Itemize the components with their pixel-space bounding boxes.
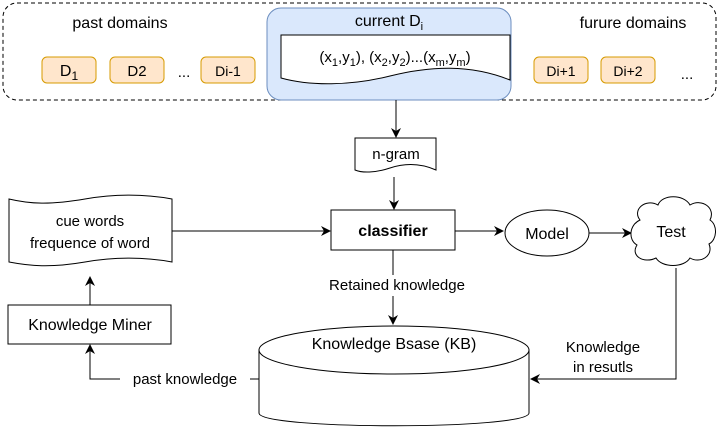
svg-text:frequence of word: frequence of word: [30, 235, 150, 252]
svg-text:D2: D2: [127, 63, 146, 80]
svg-text:cue words: cue words: [56, 213, 124, 230]
past-domains-label: past domains: [72, 15, 167, 32]
svg-text:Test: Test: [656, 224, 686, 241]
knowledge-base-node: Knowledge Bsase (KB): [258, 325, 530, 427]
svg-text:Knowledge Bsase (KB): Knowledge Bsase (KB): [312, 336, 477, 353]
domain-box-d2: D2: [109, 56, 165, 84]
retained-knowledge-label: Retained knowledge: [329, 277, 465, 294]
svg-text:Model: Model: [525, 226, 569, 243]
svg-text:D1: D1: [60, 63, 79, 83]
domain-box-di-1: Di-1: [200, 56, 256, 84]
svg-text:classifier: classifier: [358, 223, 427, 240]
svg-text:Knowledge Miner: Knowledge Miner: [28, 317, 152, 334]
ngram-node: n-gram: [354, 137, 437, 173]
edge-test-to-kb: [530, 268, 677, 384]
svg-text:Di-1: Di-1: [215, 63, 241, 79]
future-domains-label: furure domains: [580, 15, 687, 32]
future-ellipsis: ...: [681, 66, 694, 83]
current-data-text: (x1,y1), (x2,y2)...(xm,ym): [319, 49, 470, 69]
current-domain-box: current Di (x1,y1), (x2,y2)...(xm,ym): [266, 7, 512, 101]
domain-box-di+2: Di+2: [600, 56, 656, 84]
past-ellipsis: ...: [178, 64, 191, 81]
svg-text:Di+1: Di+1: [546, 63, 575, 79]
knowledge-in-results-label-line1: Knowledge: [566, 339, 640, 356]
svg-text:current Di: current Di: [355, 13, 423, 33]
domain-box-d1: D1: [41, 56, 97, 84]
current-data-document: [280, 34, 511, 85]
classifier-node: classifier: [330, 209, 456, 251]
past-knowledge-label: past knowledge: [133, 371, 237, 388]
test-cloud-node: Test: [630, 196, 716, 266]
cue-words-node: cue words frequence of word: [8, 194, 173, 267]
model-node: Model: [504, 209, 590, 257]
edge-kb-to-miner-2: [85, 344, 120, 380]
svg-text:n-gram: n-gram: [372, 146, 420, 163]
domain-box-di+1: Di+1: [533, 56, 589, 84]
svg-text:Di+2: Di+2: [613, 63, 642, 79]
knowledge-in-results-label-line2: in resutls: [573, 359, 633, 376]
knowledge-miner-node: Knowledge Miner: [7, 304, 172, 345]
